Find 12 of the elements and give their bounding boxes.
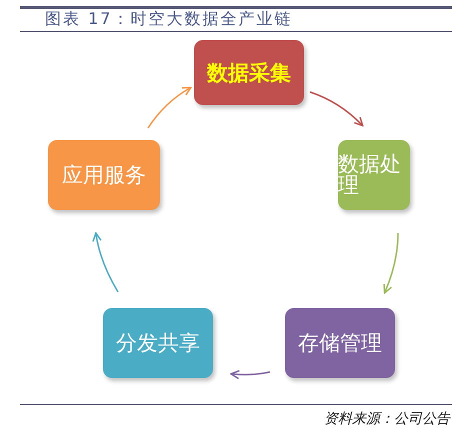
process-box: 数据处理 <box>338 140 410 210</box>
arrow <box>310 91 364 126</box>
source-note: 资料来源：公司公告 <box>324 410 450 428</box>
arrow <box>147 86 192 128</box>
arrow <box>92 232 119 292</box>
process-box: 数据采集 <box>194 40 304 105</box>
process-box: 应用服务 <box>48 140 160 210</box>
arrow <box>230 370 270 380</box>
process-box: 分发共享 <box>103 308 213 378</box>
process-box: 存储管理 <box>285 308 395 378</box>
title: 图表 17：时空大数据全产业链 <box>45 9 292 30</box>
arrow <box>383 232 399 294</box>
